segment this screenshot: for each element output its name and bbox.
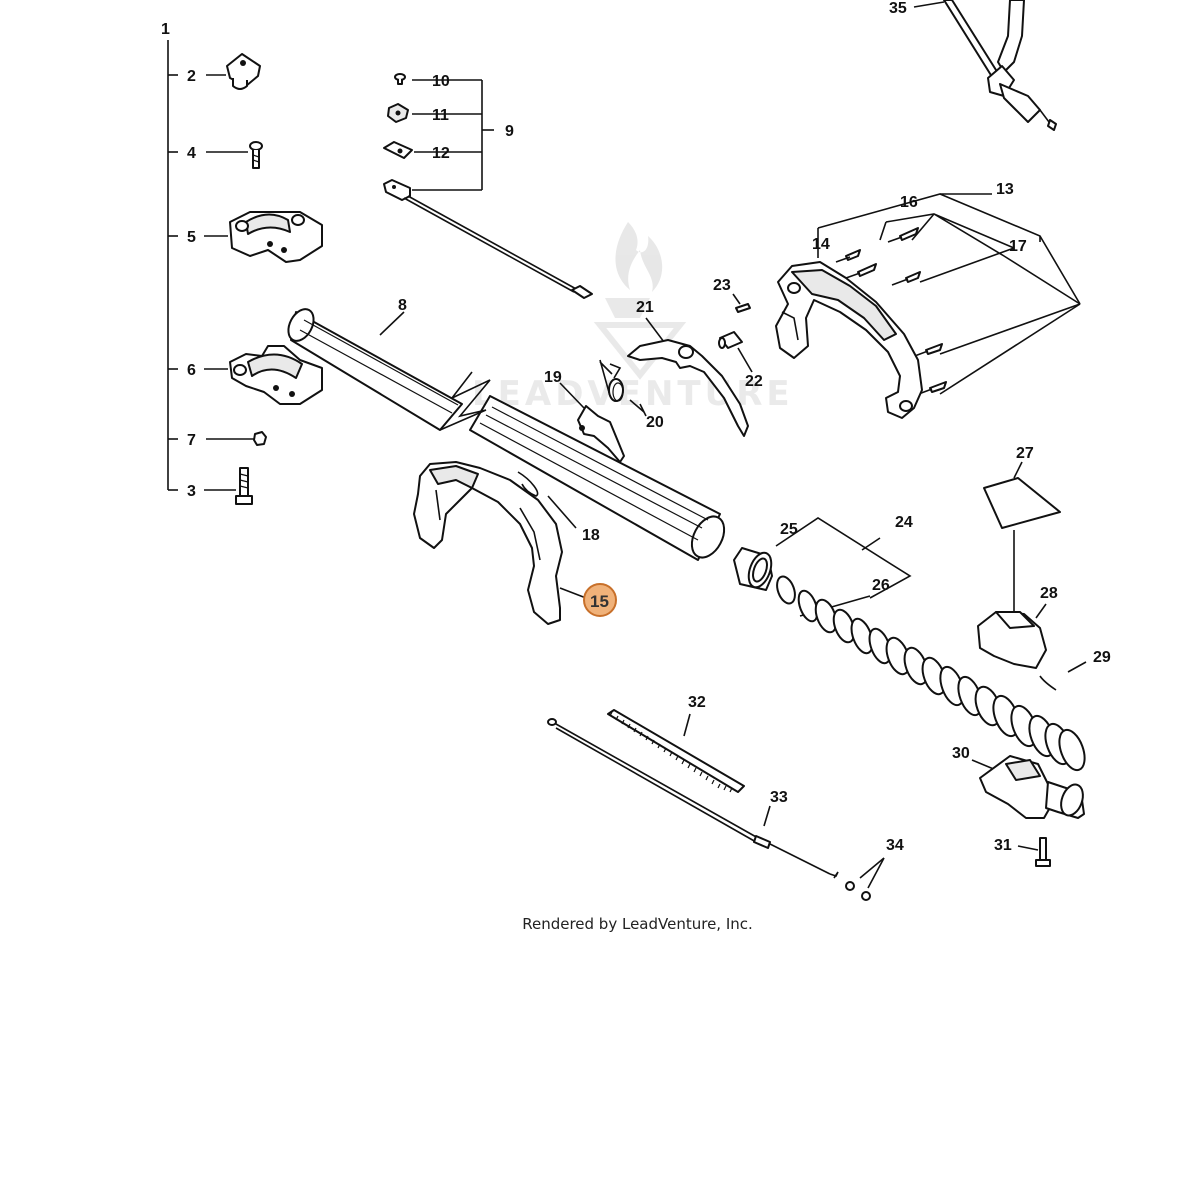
part-7-nut[interactable] xyxy=(206,431,267,446)
callout-12: 12 xyxy=(432,145,450,162)
part-5-clamp-upper[interactable] xyxy=(204,211,323,263)
rendered-by-footer: Rendered by LeadVenture, Inc. xyxy=(522,915,753,933)
part-4-screw[interactable] xyxy=(206,141,263,169)
part-16-screws[interactable] xyxy=(835,227,919,279)
part-8-drive-tube[interactable] xyxy=(283,305,730,563)
callout-21: 21 xyxy=(636,299,654,316)
part-32-spring[interactable] xyxy=(607,709,745,793)
part-28-cover[interactable] xyxy=(977,603,1047,669)
part-25-bushing[interactable] xyxy=(733,547,776,591)
callout-30: 30 xyxy=(952,745,970,762)
highlight-circle xyxy=(583,583,617,617)
part-9-throttle-cable[interactable] xyxy=(383,179,593,299)
group-24-bracket xyxy=(775,517,912,599)
callout-10: 10 xyxy=(432,73,450,90)
callout-22: 22 xyxy=(745,373,763,390)
part-19-throttle-lock[interactable] xyxy=(559,382,625,463)
part-23-pin[interactable] xyxy=(732,293,751,313)
part-11-nut[interactable] xyxy=(387,103,409,123)
callout-13: 13 xyxy=(996,181,1014,198)
part-2-clamp-nut[interactable] xyxy=(206,53,261,90)
callout-34: 34 xyxy=(886,837,904,854)
part-18-spring-clip[interactable] xyxy=(517,471,577,529)
callout-24: 24 xyxy=(895,514,913,531)
callout-32: 32 xyxy=(688,694,706,711)
callout-15: 15 xyxy=(590,592,609,611)
callout-9: 9 xyxy=(505,123,514,140)
part-10-screw[interactable] xyxy=(394,73,406,85)
callout-17: 17 xyxy=(1009,238,1027,255)
part-22-sleeve[interactable] xyxy=(718,331,753,373)
part-20-torsion-spring[interactable] xyxy=(599,359,645,413)
group-9-bracket xyxy=(412,79,494,191)
part-35-harness-strap[interactable] xyxy=(913,0,1057,131)
callout-35: 35 xyxy=(889,0,907,17)
callout-4: 4 xyxy=(187,145,196,162)
part-33-drive-shaft[interactable] xyxy=(547,718,839,879)
callout-1: 1 xyxy=(161,21,170,38)
part-29-circlip[interactable] xyxy=(1039,661,1087,691)
callout-31: 31 xyxy=(994,837,1012,854)
callout-7: 7 xyxy=(187,432,196,449)
callout-27: 27 xyxy=(1016,445,1034,462)
callout-25: 25 xyxy=(780,521,798,538)
group-13-bracket xyxy=(817,193,1081,395)
part-30-gear-head-clamp[interactable] xyxy=(971,755,1087,819)
callout-23: 23 xyxy=(713,277,731,294)
callout-20: 20 xyxy=(646,414,664,431)
callout-15-highlight[interactable] xyxy=(559,583,617,617)
callout-14: 14 xyxy=(812,236,830,253)
callout-5: 5 xyxy=(187,229,196,246)
callout-3: 3 xyxy=(187,483,196,500)
callout-16: 16 xyxy=(900,194,918,211)
part-34-nuts[interactable] xyxy=(845,857,885,901)
callout-33: 33 xyxy=(770,789,788,806)
callout-28: 28 xyxy=(1040,585,1058,602)
callout-18: 18 xyxy=(582,527,600,544)
watermark: LEADVENTURE xyxy=(472,222,790,414)
callout-2: 2 xyxy=(187,68,196,85)
part-15-loop-handle[interactable] xyxy=(413,461,563,625)
part-31-screw[interactable] xyxy=(1017,837,1051,867)
part-21-throttle-trigger[interactable] xyxy=(627,317,749,437)
group-1-bracket xyxy=(167,40,178,491)
part-26-rings[interactable] xyxy=(774,574,1090,773)
callout-11: 11 xyxy=(432,107,449,124)
part-27-label[interactable] xyxy=(983,461,1061,614)
callout-19: 19 xyxy=(544,369,562,386)
part-3-bolt[interactable] xyxy=(204,467,253,505)
part-14-handle-housing[interactable] xyxy=(775,261,923,419)
callout-26: 26 xyxy=(872,577,890,594)
callout-8: 8 xyxy=(398,297,407,314)
part-6-clamp-lower[interactable] xyxy=(204,345,323,405)
part-17-screws[interactable] xyxy=(891,271,947,396)
callout-6: 6 xyxy=(187,362,196,379)
part-12-plate[interactable] xyxy=(383,141,413,159)
callout-29: 29 xyxy=(1093,649,1111,666)
